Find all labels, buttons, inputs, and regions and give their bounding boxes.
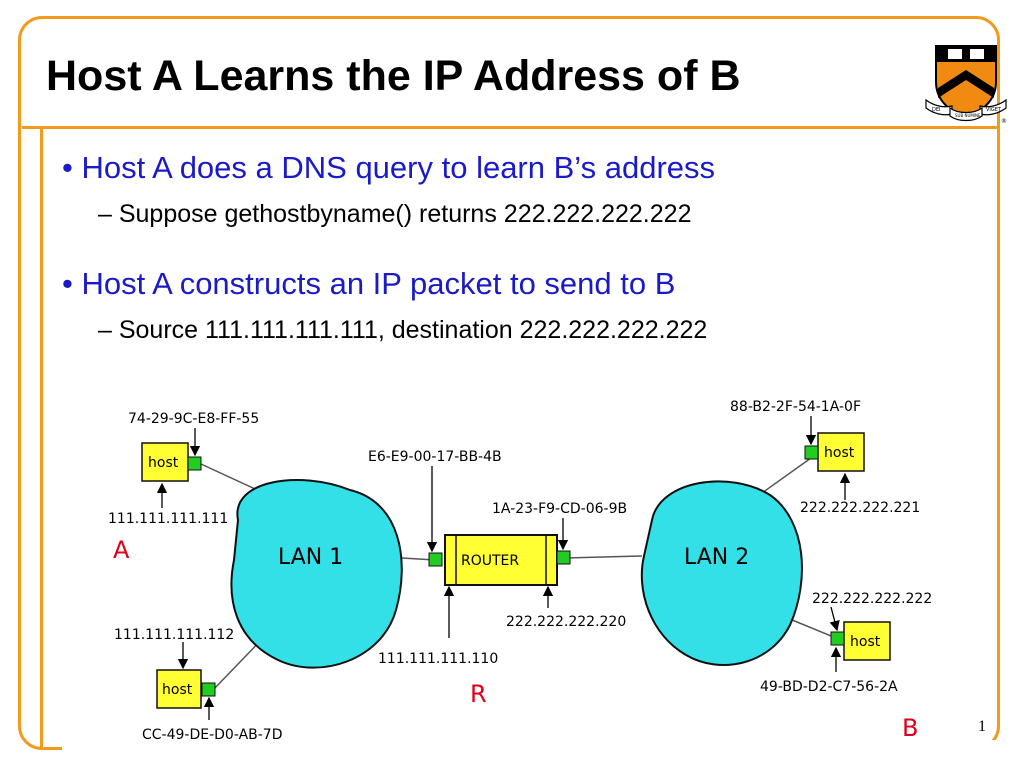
bullet-2: • Host A constructs an IP packet to send… (62, 266, 676, 301)
registered-mark: ® (1001, 118, 1007, 124)
router-nic-lan1 (428, 552, 443, 567)
tag-a: A (113, 536, 130, 564)
host-lan2-upper: host (804, 432, 865, 472)
left-divider (40, 128, 43, 748)
router-lan2-ip: 222.222.222.220 (506, 614, 626, 630)
motto-center: SUB NUMINE (955, 113, 981, 118)
host-b-label: host (850, 634, 881, 650)
motto-left: DEI (932, 107, 940, 113)
host-lan1-lower-mac: CC-49-DE-D0-AB-7D (142, 727, 283, 743)
host-a-mac: 74-29-9C-E8-FF-55 (128, 411, 259, 427)
tag-r: R (470, 680, 487, 708)
princeton-shield-icon: DEI SUB NUMINE VIGET ® (925, 45, 1007, 124)
label-arrows (156, 416, 851, 720)
router-lan1-ip: 111.111.111.110 (378, 651, 498, 667)
router-nic-lan2 (556, 550, 571, 565)
motto-right: VIGET (986, 107, 1002, 113)
host-lan1-lower-ip: 111.111.111.112 (114, 627, 234, 643)
host-b-ip: 222.222.222.222 (812, 591, 932, 607)
router: ROUTER (428, 534, 571, 586)
host-a-ip: 111.111.111.111 (108, 511, 228, 527)
lan1-label: LAN 1 (278, 545, 343, 570)
host-lan2-upper-ip: 222.222.222.221 (800, 500, 920, 516)
host-lan2-upper-label: host (824, 445, 855, 461)
frame-gap (62, 740, 1002, 756)
lan2-cloud (640, 480, 803, 666)
host-b: host (830, 621, 891, 661)
bullet-1-sub: – Suppose gethostbyname() returns 222.22… (98, 200, 692, 228)
bullet-2-sub: – Source 111.111.111.111, destination 22… (98, 316, 708, 344)
page-number: 1 (978, 718, 986, 735)
router-lan1-mac: E6-E9-00-17-BB-4B (368, 449, 502, 465)
router-label: ROUTER (461, 553, 519, 569)
slide-title: Host A Learns the IP Address of B (46, 52, 741, 100)
lan2-label: LAN 2 (684, 545, 749, 570)
host-a-label: host (148, 455, 179, 471)
title-divider (22, 126, 998, 129)
lan1-cloud (230, 479, 403, 669)
host-lan1-lower-label: host (162, 682, 193, 698)
host-lan2-upper-mac: 88-B2-2F-54-1A-0F (730, 399, 861, 415)
host-lan1-lower: host (156, 669, 216, 709)
router-lan2-mac: 1A-23-F9-CD-06-9B (492, 501, 627, 517)
host-b-mac: 49-BD-D2-C7-56-2A (760, 679, 898, 695)
host-a: host (141, 442, 202, 482)
tag-b: B (902, 714, 918, 742)
bullet-1: • Host A does a DNS query to learn B’s a… (62, 150, 716, 185)
